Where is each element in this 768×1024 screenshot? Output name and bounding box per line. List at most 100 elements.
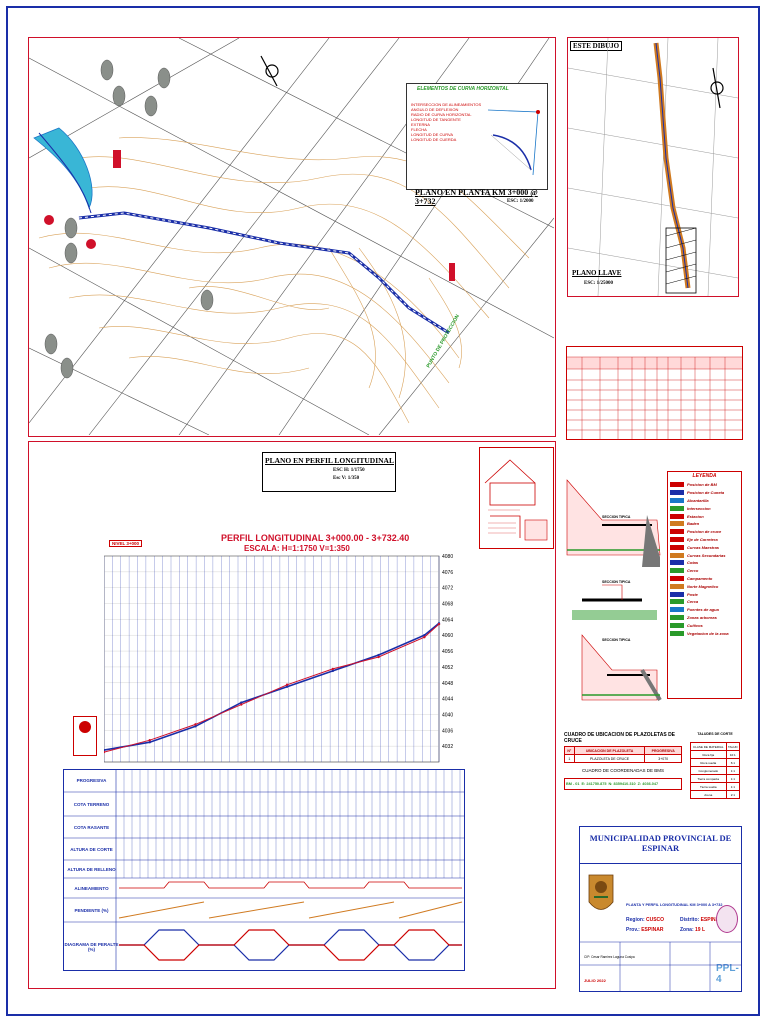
curve-elements-box: ELEMENTOS DE CURVA HORIZONTAL INTERSECCI… xyxy=(406,83,548,190)
series-point xyxy=(240,701,243,704)
cut-header: CLASE DE MATERIAL xyxy=(690,742,727,751)
province-row: Prov.: ESPINAR xyxy=(626,927,663,933)
row-label-progresiva: PROGRESIVA xyxy=(76,778,107,783)
bm-row: BM - 01 E: 241750.875 N: 8359410.310 Z: … xyxy=(564,778,682,790)
cut-slope-cell: Roca fija xyxy=(690,750,727,759)
legend-item: Cerco xyxy=(670,567,741,575)
title-block: MUNICIPALIDAD PROVINCIAL DE ESPINAR PLAN… xyxy=(579,826,742,992)
key-map-badge: ESTE DIBUJO xyxy=(570,41,623,51)
legend-item: Zonas arboreas xyxy=(670,614,741,622)
legend-symbol-icon xyxy=(670,490,684,496)
crossing-cell: 1 xyxy=(564,754,575,763)
legend-symbol-icon xyxy=(670,583,684,589)
province-label: Prov.: xyxy=(626,927,640,933)
row-label-pendiente: PENDIENTE (%) xyxy=(74,908,109,913)
series-point xyxy=(377,655,380,659)
legend-item: Cultivos xyxy=(670,621,741,629)
crossing-col-progresiva: PROGRESIVA xyxy=(644,746,682,755)
series-point xyxy=(148,739,151,742)
legend-symbol-icon xyxy=(670,497,684,503)
legend-item: Puentes de agua xyxy=(670,606,741,614)
legend-symbol-icon xyxy=(670,529,684,535)
legend-label: Cotas xyxy=(687,560,699,566)
row-label-cota-terreno: COTA TERRENO xyxy=(73,802,110,807)
curve-data-grid xyxy=(567,347,742,439)
designer-name: CIP: Cesar Ramirez Laguna Cusipa xyxy=(584,955,635,959)
legend-label: Campamento xyxy=(687,575,713,581)
curve-item: LONGITUD DE CURVA xyxy=(411,132,454,137)
series-point xyxy=(285,685,289,688)
legend-symbol-icon xyxy=(670,544,684,550)
cut-slope-cell: 2:1 xyxy=(725,790,741,799)
curve-item: INTERSECCION DE ALINEAMIENTOS xyxy=(411,102,482,107)
y-tick-label: 4040 xyxy=(442,712,453,718)
y-tick-label: 4056 xyxy=(442,649,453,655)
cut-slope-cell: 1:1 xyxy=(725,766,741,775)
legend-label: Alcantarilla xyxy=(687,497,709,503)
cut-slope-cell: Arena xyxy=(690,790,727,799)
legend-item: Estacion xyxy=(670,512,741,520)
legend-item: Cotas xyxy=(670,559,741,567)
cut-slope-cell: Conglomerado xyxy=(690,766,727,775)
region-label: Region: xyxy=(626,917,645,923)
row-label-alineamiento: ALINEAMIENTO xyxy=(74,886,109,891)
legend-symbol-icon xyxy=(670,505,684,511)
y-tick-label: 4052 xyxy=(442,665,453,671)
legend-item: Posicion de cruce xyxy=(670,528,741,536)
profile-chart: 4032403640404044404840524056406040644068… xyxy=(104,554,453,763)
y-tick-label: 4072 xyxy=(442,586,453,592)
chart-subtitle: ESCALA: H=1:1750 V=1:350 xyxy=(244,544,350,553)
district-value: ESPINAR xyxy=(700,917,723,923)
legend-symbol-icon xyxy=(670,575,684,581)
profile-title: PLANO EN PERFIL LONGITUDINAL xyxy=(265,456,394,465)
legend-label: Estacion xyxy=(687,513,704,519)
row-label-altura-relleno: ALTURA DE RELLENO xyxy=(67,867,116,872)
legend-label: Cerco xyxy=(687,568,699,574)
crossing-col-n: N° xyxy=(564,746,575,755)
key-map-panel: ESTE DIBUJO PLANO LLAVE ESC: 1/25000 xyxy=(567,37,739,297)
project-logo xyxy=(716,905,738,933)
legend-symbol-icon xyxy=(670,599,684,605)
y-tick-label: 4064 xyxy=(442,617,453,623)
series-point xyxy=(285,683,289,686)
cut-slope-cell: Tierra compacta xyxy=(690,774,727,783)
cut-slopes-title: TALUDES DE CORTE xyxy=(697,732,733,736)
legend-symbol-icon xyxy=(670,521,684,527)
key-map-title: PLANO LLAVE xyxy=(572,269,622,277)
crest-logo xyxy=(586,867,616,922)
region-row: Region: CUSCO xyxy=(626,917,664,923)
org-name: MUNICIPALIDAD PROVINCIAL DE ESPINAR xyxy=(580,827,741,864)
series-point xyxy=(331,667,335,671)
legend-symbol-icon xyxy=(670,513,684,519)
wall-detail xyxy=(479,447,554,549)
legend-label: Curvas Secundarias xyxy=(687,552,726,558)
key-map-scale: ESC: 1/25000 xyxy=(584,281,614,286)
curve-data-table xyxy=(566,346,743,440)
curve-item: ANGULO DE DEFLEXION xyxy=(411,107,459,112)
legend-item: Curvas Secundarias xyxy=(670,551,741,559)
legend-item: Norte Magnetico xyxy=(670,582,741,590)
crossing-cell: 3+070 xyxy=(644,754,682,763)
row-label-cota-rasante: COTA RASANTE xyxy=(73,825,110,830)
legend-symbol-icon xyxy=(670,536,684,542)
legend-item: Eje de Carretera xyxy=(670,536,741,544)
curve-diagram xyxy=(487,109,540,176)
legend-label: Puentes de agua xyxy=(687,607,719,613)
y-tick-label: 4044 xyxy=(442,697,453,703)
series-point xyxy=(331,669,335,673)
legend-item: Curvas Maestras xyxy=(670,543,741,551)
legend-label: Interseccion xyxy=(687,505,711,511)
curve-item: EXTERNA xyxy=(411,122,430,127)
legend-item: Alcantarilla xyxy=(670,497,741,505)
typical-sections: SECCION TIPICA SECCION TIPICA SECCION TI… xyxy=(562,475,662,705)
key-map-drawing xyxy=(568,38,738,296)
bm-east: E: 241750.875 xyxy=(581,782,607,786)
plan-panel: PUNTO DE PROTECCION ELEMENTOS DE CURVA H… xyxy=(28,37,556,437)
